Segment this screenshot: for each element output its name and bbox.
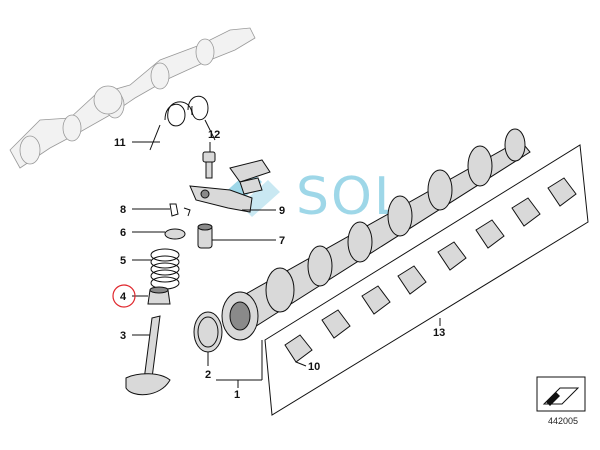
callout-6: 6 bbox=[120, 227, 126, 239]
reference-orientation-icon bbox=[536, 376, 586, 412]
callout-3: 3 bbox=[120, 330, 126, 342]
spring-retainer-part bbox=[164, 228, 186, 240]
rocker-arm-upper-part bbox=[229, 159, 271, 195]
callout-8: 8 bbox=[120, 204, 126, 216]
camshaft-part bbox=[221, 128, 531, 341]
callout-10: 10 bbox=[308, 361, 320, 373]
rocker-set-box bbox=[264, 144, 589, 416]
callout-4-highlight-circle bbox=[112, 284, 136, 308]
callout-9: 9 bbox=[279, 205, 285, 217]
bolt-part bbox=[202, 151, 216, 179]
leader-lines bbox=[132, 141, 441, 388]
valve-part bbox=[125, 315, 171, 396]
rocker-arm-part bbox=[189, 185, 253, 213]
callout-13: 13 bbox=[433, 327, 445, 339]
background-camshaft bbox=[9, 27, 256, 169]
hydraulic-lifter-part bbox=[197, 223, 213, 249]
callout-5: 5 bbox=[120, 255, 126, 267]
callout-2: 2 bbox=[205, 369, 211, 381]
valve-spring-part bbox=[150, 248, 180, 290]
rocker-set-part bbox=[284, 177, 577, 363]
reference-number: 442005 bbox=[548, 416, 578, 426]
callout-1: 1 bbox=[234, 389, 240, 401]
torsion-springs-part bbox=[149, 95, 216, 151]
callout-4: 4 bbox=[120, 291, 127, 303]
callout-7: 7 bbox=[279, 235, 285, 247]
callout-12: 12 bbox=[208, 129, 220, 141]
clip-part bbox=[169, 203, 191, 217]
valve-stem-seal-part bbox=[147, 286, 171, 305]
callout-11: 11 bbox=[114, 137, 126, 149]
